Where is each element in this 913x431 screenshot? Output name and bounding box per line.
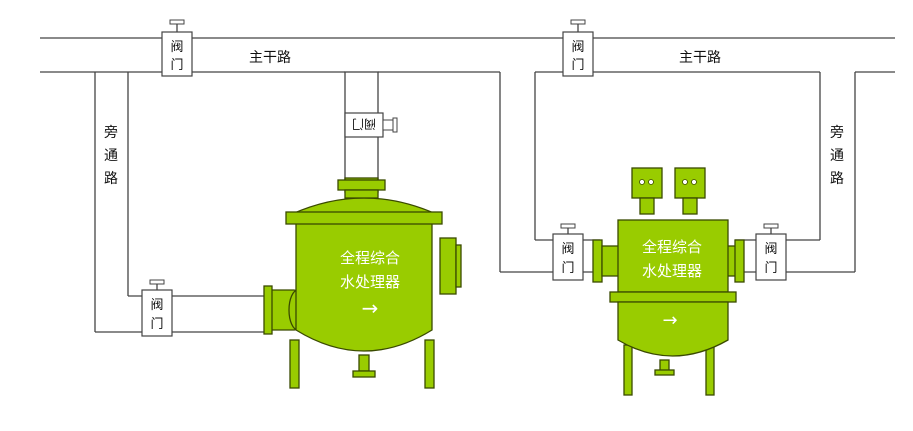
flow-arrow-right: → — [662, 310, 677, 331]
valve-top-left: 阀 门 — [161, 19, 193, 77]
treatment-unit-right — [592, 167, 745, 396]
svg-text:旁: 旁 — [104, 124, 118, 141]
treatment-unit-left — [263, 177, 462, 389]
control-box-indicators — [639, 179, 697, 185]
valve-riser: 阀门 — [344, 112, 398, 138]
valve-label-char: 阀 — [764, 242, 777, 257]
valve-top-right: 阀 门 — [562, 19, 594, 77]
valve-label-char: 门 — [764, 261, 777, 276]
unit-right-title-line1: 全程综合 — [642, 238, 702, 256]
valve-label-char: 阀 — [571, 40, 584, 55]
bypass-pipe-left — [94, 72, 268, 333]
valve-label-char: 阀 — [170, 40, 183, 55]
unit-right-label: 全程综合 水处理器 → — [642, 238, 702, 331]
valve-bypass-left: 阀 门 — [141, 279, 173, 337]
valve-label-char: 门 — [561, 261, 574, 276]
unit-right-title-line2: 水处理器 — [642, 262, 702, 280]
valve-label-char: 门 — [170, 58, 183, 73]
svg-text:通: 通 — [104, 148, 118, 164]
valve-label-rotated: 阀门 — [352, 117, 376, 132]
valve-label-char: 门 — [571, 58, 584, 73]
main-pipe-label-right: 主干路 — [679, 50, 721, 66]
bypass-label-right: 旁 通 路 — [830, 124, 844, 187]
flow-arrow-left: → — [362, 296, 379, 320]
valve-label-char: 阀 — [150, 298, 163, 313]
bypass-label-left: 旁 通 路 — [104, 124, 118, 187]
valve-right-outlet: 阀 门 — [755, 223, 787, 281]
valve-label-char: 阀 — [561, 242, 574, 257]
unit-left-title-line1: 全程综合 — [340, 249, 400, 267]
svg-text:路: 路 — [104, 171, 118, 187]
valve-right-inlet: 阀 门 — [552, 223, 584, 281]
svg-text:旁: 旁 — [830, 124, 844, 141]
svg-text:通: 通 — [830, 148, 844, 164]
main-pipe-label-left: 主干路 — [249, 50, 291, 66]
valve-label-char: 门 — [150, 317, 163, 332]
unit-left-title-line2: 水处理器 — [340, 273, 400, 291]
svg-text:路: 路 — [830, 171, 844, 187]
unit-left-label: 全程综合 水处理器 → — [340, 249, 400, 320]
